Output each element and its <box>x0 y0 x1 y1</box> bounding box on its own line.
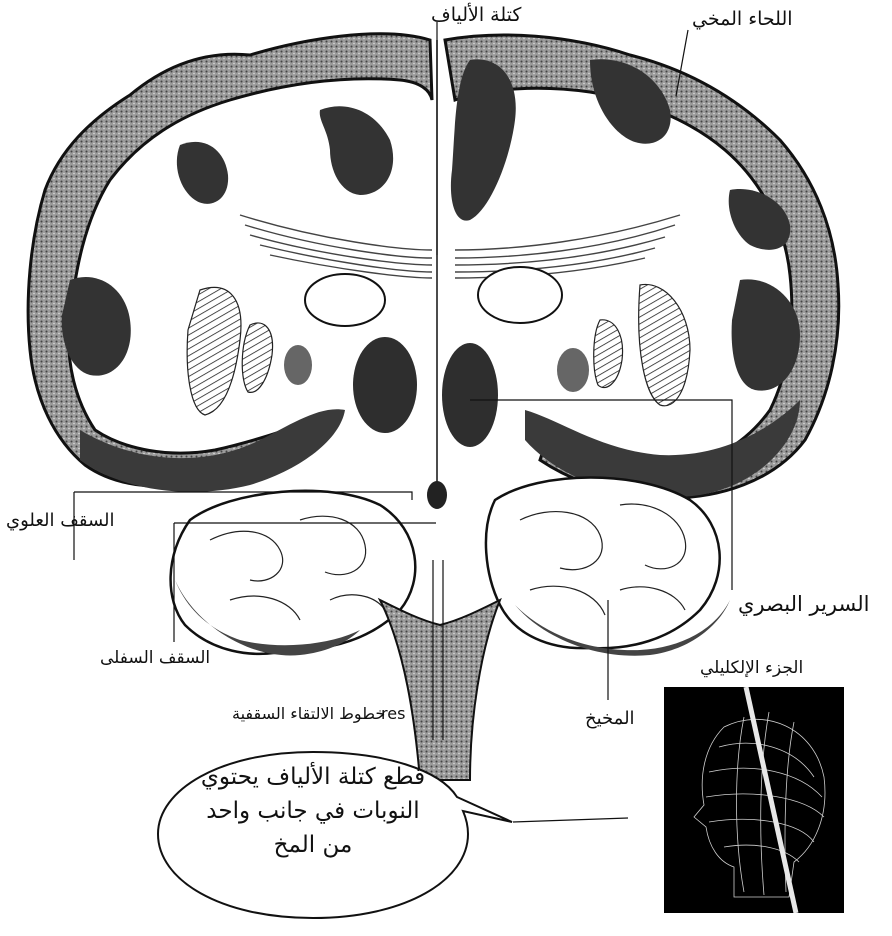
cerebellum-label: المخيخ <box>585 710 635 728</box>
right-nucleus <box>557 348 589 392</box>
optic-thalamus-label: السرير البصري <box>738 594 869 615</box>
right-cerebellum <box>486 478 720 649</box>
coronal-plane-inset <box>664 687 844 913</box>
callout-text: قطع كتلة الألياف يحتوي النوبات في جانب و… <box>178 760 448 862</box>
left-thalamus <box>353 337 417 433</box>
superior-colliculus-label: السقف العلوي <box>6 512 115 530</box>
fiber-mass-label: كتلة الألياف <box>431 6 521 25</box>
pineal-body <box>427 481 447 509</box>
head-wireframe <box>664 687 844 913</box>
left-gyrus-fold-3 <box>62 277 131 376</box>
right-striatum <box>639 284 690 405</box>
tectal-commissures-label: خطوط الالتقاء السقفية <box>232 706 385 722</box>
callout-line-1: قطع كتلة الألياف يحتوي <box>178 760 448 794</box>
left-cerebellum <box>171 491 416 654</box>
cerebral-cortex-label: اللحاء المخي <box>692 10 793 29</box>
left-ventricle <box>305 274 385 326</box>
brainstem <box>380 600 500 780</box>
right-striatum-2 <box>594 320 623 388</box>
left-nucleus <box>284 345 312 385</box>
right-ventricle <box>478 267 562 323</box>
inferior-colliculus-label: السقف السفلى <box>100 650 210 667</box>
left-gyrus-fold <box>320 106 393 195</box>
left-striatum <box>187 287 241 415</box>
left-gyrus-fold-2 <box>177 142 228 204</box>
corpus-callosum-fibers <box>240 215 680 278</box>
right-thalamus <box>442 343 498 447</box>
right-gyrus-fold <box>451 59 516 220</box>
callout-line-2: النوبات في جانب واحد <box>178 794 448 828</box>
left-striatum-2 <box>242 323 272 392</box>
coronal-section-label: الجزء الإلكليلي <box>700 660 803 677</box>
callout-line-3: من المخ <box>178 828 448 862</box>
